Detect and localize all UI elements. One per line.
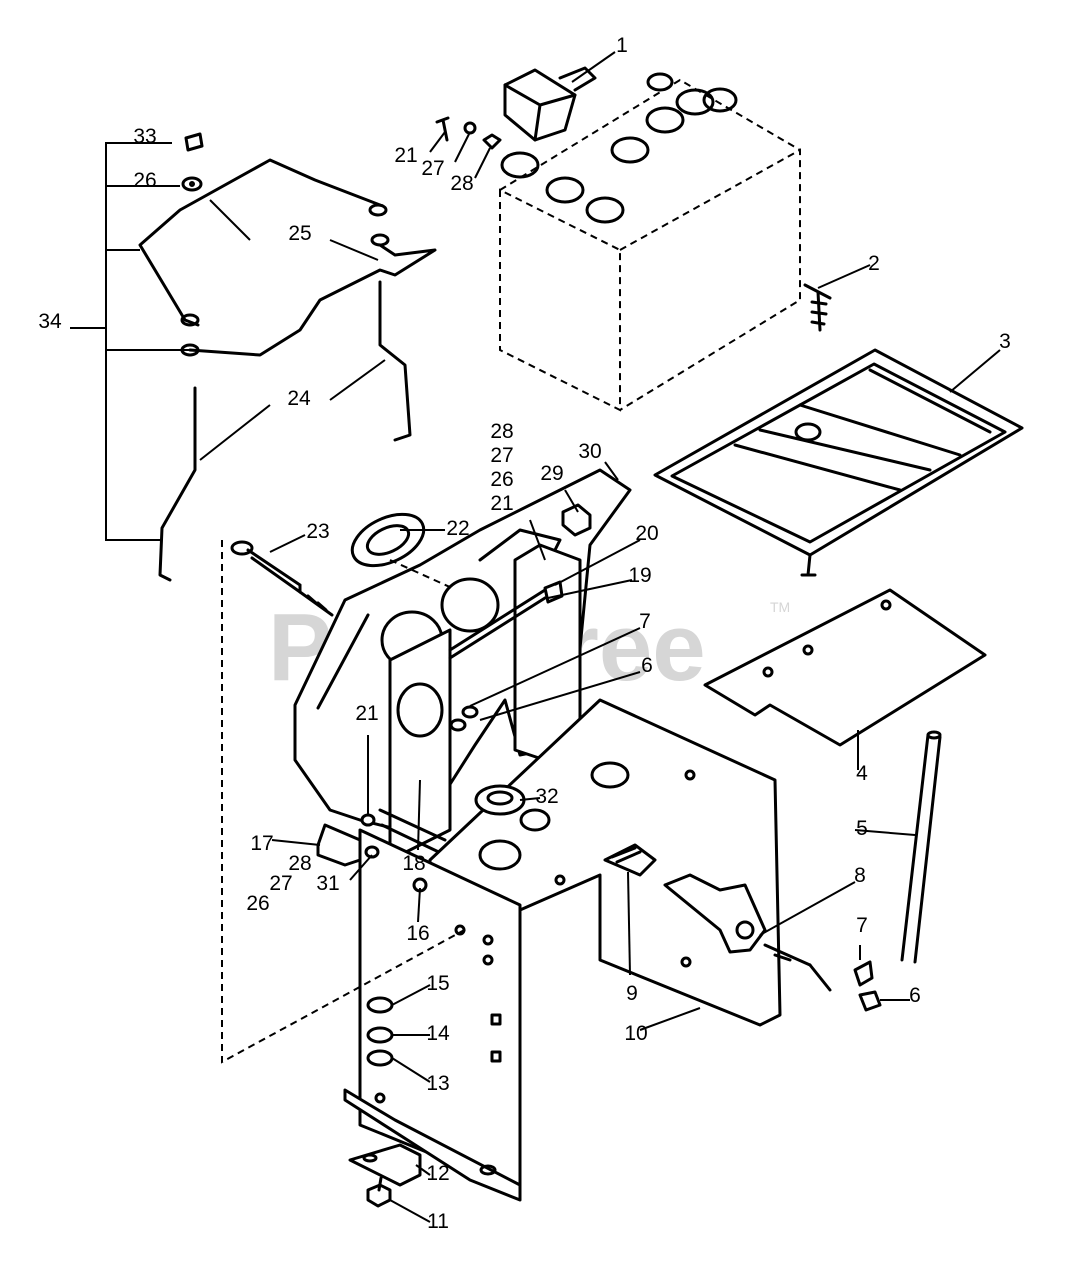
callout-labels: 1234566778910111213141516171819202121212… xyxy=(38,34,1011,1233)
hardware-top xyxy=(435,116,502,150)
callout-p28c: 28 xyxy=(288,852,311,875)
callout-p28b: 28 xyxy=(490,420,513,443)
callout-p19: 19 xyxy=(628,564,651,587)
callout-p30: 30 xyxy=(578,440,601,463)
pedestal-frame xyxy=(293,468,782,1202)
callout-p26c: 26 xyxy=(246,892,269,915)
leader-lines xyxy=(199,51,1001,1223)
callout-p31: 31 xyxy=(316,872,339,895)
hardware-right xyxy=(853,960,882,1012)
bracket-34 xyxy=(70,142,190,541)
callout-p29: 29 xyxy=(540,462,563,485)
callout-p18: 18 xyxy=(402,852,425,875)
callout-p25: 25 xyxy=(288,222,311,245)
hardware-left xyxy=(181,132,204,192)
callout-p4: 4 xyxy=(856,762,868,785)
callout-p7b: 7 xyxy=(856,914,868,937)
callout-p13: 13 xyxy=(426,1072,449,1095)
bolt-part-23 xyxy=(230,540,334,617)
hardware-mid xyxy=(360,705,479,859)
callout-p24: 24 xyxy=(287,387,311,410)
callout-p2: 2 xyxy=(868,252,880,275)
pedal-part-9 xyxy=(603,843,657,877)
callout-p32: 32 xyxy=(535,785,558,808)
callout-p28a: 28 xyxy=(450,172,473,195)
callout-p9: 9 xyxy=(626,982,638,1005)
callout-p12: 12 xyxy=(426,1162,449,1185)
rod-part-24 xyxy=(158,280,412,582)
callout-p21b: 21 xyxy=(490,492,513,515)
grommet-part-22 xyxy=(350,512,426,568)
hardware-bottom xyxy=(348,996,422,1208)
callout-p8: 8 xyxy=(854,864,866,887)
callout-p22: 22 xyxy=(446,517,469,540)
callout-p34: 34 xyxy=(38,310,62,333)
screw-part-2 xyxy=(803,283,832,332)
pad-part-17 xyxy=(316,823,362,867)
callout-p11: 11 xyxy=(427,1210,449,1233)
tube-part-5 xyxy=(900,730,942,964)
callout-p26a: 26 xyxy=(133,169,156,192)
callout-p21a: 21 xyxy=(394,144,417,167)
bolt-part-19 xyxy=(448,580,564,660)
callout-p3: 3 xyxy=(999,330,1011,353)
callout-p14: 14 xyxy=(426,1022,450,1045)
callout-p7a: 7 xyxy=(639,610,651,633)
callout-p27b: 27 xyxy=(490,444,513,467)
callout-p33: 33 xyxy=(133,125,156,148)
callout-p15: 15 xyxy=(426,972,449,995)
callout-p27a: 27 xyxy=(421,157,444,180)
callout-p6b: 6 xyxy=(909,984,921,1007)
callout-p27c: 27 xyxy=(269,872,292,895)
callout-p26b: 26 xyxy=(490,468,513,491)
callout-p10: 10 xyxy=(624,1022,647,1045)
switch-part-8 xyxy=(663,873,832,992)
terminal-cover-part-1 xyxy=(503,66,597,142)
hold-down-bracket-part-25 xyxy=(138,158,437,357)
watermark-tm: TM xyxy=(770,599,790,615)
callout-p17: 17 xyxy=(250,832,273,855)
callout-p21c: 21 xyxy=(355,702,378,725)
callout-p5: 5 xyxy=(856,817,868,840)
battery xyxy=(499,72,801,412)
grommet-part-32 xyxy=(474,784,526,816)
callout-p23: 23 xyxy=(306,520,329,543)
guide-line-left xyxy=(221,540,469,1064)
callout-p20: 20 xyxy=(635,522,658,545)
callout-p1: 1 xyxy=(616,34,628,57)
battery-tray-part-3 xyxy=(653,348,1024,577)
plate-part-4 xyxy=(703,588,987,747)
callout-p16: 16 xyxy=(406,922,429,945)
pad-part-29 xyxy=(561,503,592,537)
callout-p6a: 6 xyxy=(641,654,653,677)
